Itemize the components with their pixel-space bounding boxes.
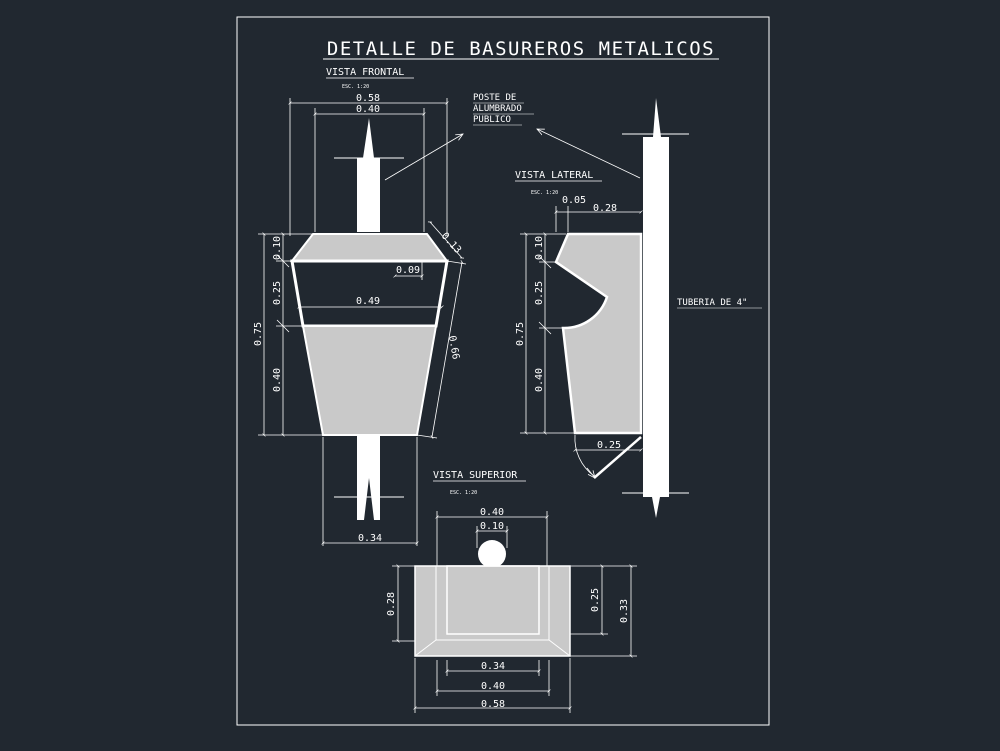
top-dim-top: [435, 511, 549, 566]
top-dim-bottom-mid: 0.40: [481, 681, 505, 692]
side-body: [554, 232, 643, 435]
front-lid: [289, 233, 449, 262]
top-dim-left: [392, 564, 415, 643]
front-dim-base-label: 0.34: [358, 533, 382, 544]
front-dim-top: [288, 98, 449, 236]
note-poste-line2: ALUMBRADO: [473, 104, 522, 114]
front-pole-lower: [357, 435, 380, 520]
side-pipe: [643, 98, 669, 518]
top-dim-bottom: [413, 658, 572, 713]
top-dim-right: [570, 564, 637, 658]
side-dim-h3: 0.40: [534, 368, 545, 392]
note-poste-line3: PUBLICO: [473, 115, 511, 125]
front-view-scale: ESC. 1:20: [342, 84, 369, 90]
note-poste-line1: POSTE DE: [473, 93, 516, 103]
top-dim-inner-height: 0.25: [590, 588, 601, 612]
top-view: VISTA SUPERIOR ESC. 1:20 0.40 0.10: [386, 470, 637, 713]
front-dim-h-total: 0.75: [253, 322, 264, 346]
front-dim-width-top: 0.58: [356, 93, 380, 104]
top-dim-pole-width: 0.10: [480, 521, 504, 532]
front-dim-width-mid: 0.49: [356, 296, 380, 307]
sheet-border: [236, 16, 770, 726]
side-dim-top-width: 0.28: [593, 203, 617, 214]
side-dim-top: [554, 206, 643, 232]
side-dim-h1: 0.10: [534, 236, 545, 260]
front-dim-chamfer: [427, 221, 465, 259]
top-view-label: VISTA SUPERIOR: [433, 470, 518, 481]
front-view: VISTA FRONTAL ESC. 1:20 0.58 0.40 0.13: [253, 67, 467, 546]
top-dim-left-height: 0.28: [386, 592, 397, 616]
note-poste-leader-side: [537, 129, 641, 179]
front-dim-lip: [393, 262, 424, 280]
front-dim-heights: [258, 232, 323, 437]
top-dim-outer-width: 0.40: [480, 507, 504, 518]
side-door-swing: [574, 434, 642, 479]
top-pole: [478, 540, 506, 568]
front-lower-body: [301, 325, 438, 436]
side-dim-heights: [520, 232, 575, 435]
side-pipe-label: TUBERIA DE 4": [677, 298, 747, 308]
top-dim-bottom-inner: 0.34: [481, 661, 505, 672]
note-poste: POSTE DE ALUMBRADO PUBLICO: [384, 93, 641, 181]
front-dim-h2: 0.25: [272, 281, 283, 305]
front-dim-slant: [416, 260, 467, 439]
top-dim-bottom-outer: 0.58: [481, 699, 505, 710]
side-view-scale: ESC. 1:20: [531, 190, 558, 196]
side-dim-h-total: 0.75: [515, 322, 526, 346]
front-dim-width-top-inner: 0.40: [356, 104, 380, 115]
front-dim-slant-label: 0.66: [446, 335, 461, 361]
front-dim-base: [321, 437, 419, 546]
front-dim-chamfer-label: 0.13: [439, 231, 463, 256]
side-dim-lip: 0.05: [562, 195, 586, 206]
top-body-inner: [446, 565, 540, 635]
front-dim-h1: 0.10: [272, 236, 283, 260]
note-poste-leader-front: [384, 134, 463, 181]
front-rim-band: [290, 259, 449, 328]
front-pole-upper: [357, 118, 380, 232]
side-dim-h2: 0.25: [534, 281, 545, 305]
front-dim-h3: 0.40: [272, 368, 283, 392]
top-dim-outer-height: 0.33: [619, 599, 630, 623]
front-dim-lip-label: 0.09: [396, 265, 420, 276]
top-view-scale: ESC. 1:20: [450, 490, 477, 496]
side-dim-base-label: 0.25: [597, 440, 621, 451]
drawing-title: DETALLE DE BASUREROS METALICOS: [327, 38, 715, 60]
top-body-outer: [414, 565, 571, 657]
front-view-label: VISTA FRONTAL: [326, 67, 404, 78]
side-view: VISTA LATERAL ESC. 1:20 TUBERIA DE 4" 0.…: [515, 98, 762, 518]
side-view-label: VISTA LATERAL: [515, 170, 593, 181]
